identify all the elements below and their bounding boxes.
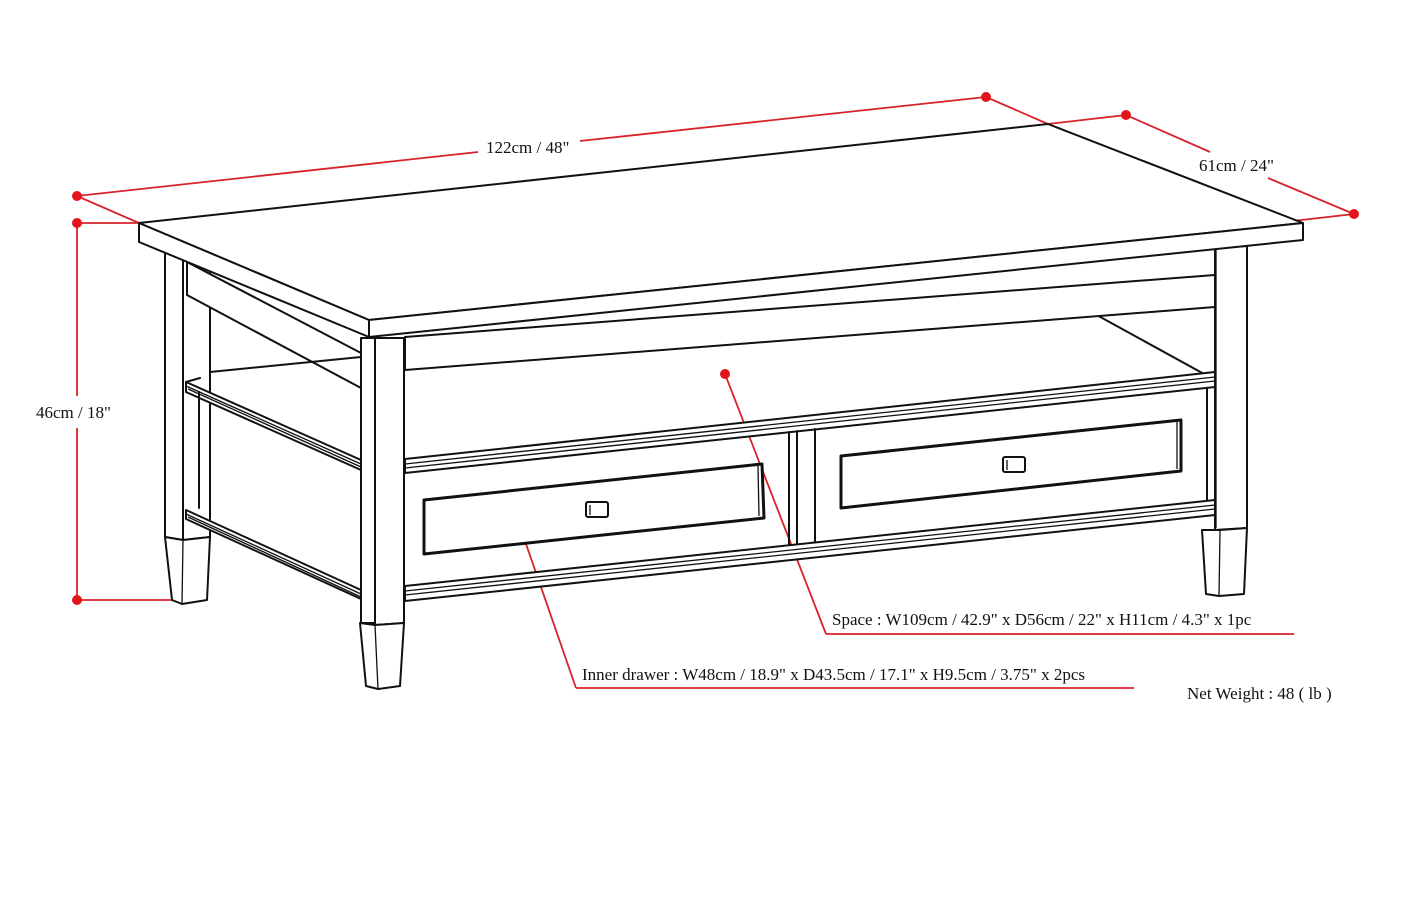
depth-dimension-label: 61cm / 24" [1199, 156, 1274, 175]
left-lower-rail [185, 509, 362, 600]
right-drawer-handle-icon [1002, 456, 1026, 473]
height-bottom-dot [72, 595, 82, 605]
table [138, 123, 1304, 690]
front-left-leg [359, 337, 405, 690]
net-weight-label: Net Weight : 48 ( lb ) [1187, 684, 1332, 703]
depth-end-dot [1349, 209, 1359, 219]
back-left-leg [164, 251, 211, 605]
left-drawer [422, 462, 766, 556]
height-top-dot [72, 218, 82, 228]
space-callout-label: Space : W109cm / 42.9" x D56cm / 22" x H… [832, 610, 1252, 629]
width-end-dot [981, 92, 991, 102]
drawer-divider [788, 428, 816, 546]
dimension-lines [76, 96, 1355, 689]
height-dimension-label: 46cm / 18" [36, 403, 111, 422]
right-drawer [839, 418, 1183, 510]
left-upper-rail [185, 377, 362, 471]
width-dimension-label: 122cm / 48" [486, 138, 570, 157]
inner-drawer-callout-label: Inner drawer : W48cm / 18.9" x D43.5cm /… [582, 665, 1086, 684]
left-drawer-handle-icon [585, 501, 609, 518]
depth-start-dot [1121, 110, 1131, 120]
width-start-dot [72, 191, 82, 201]
back-right-leg [1201, 245, 1248, 597]
space-callout-dot [720, 369, 730, 379]
table-top [138, 123, 1304, 338]
